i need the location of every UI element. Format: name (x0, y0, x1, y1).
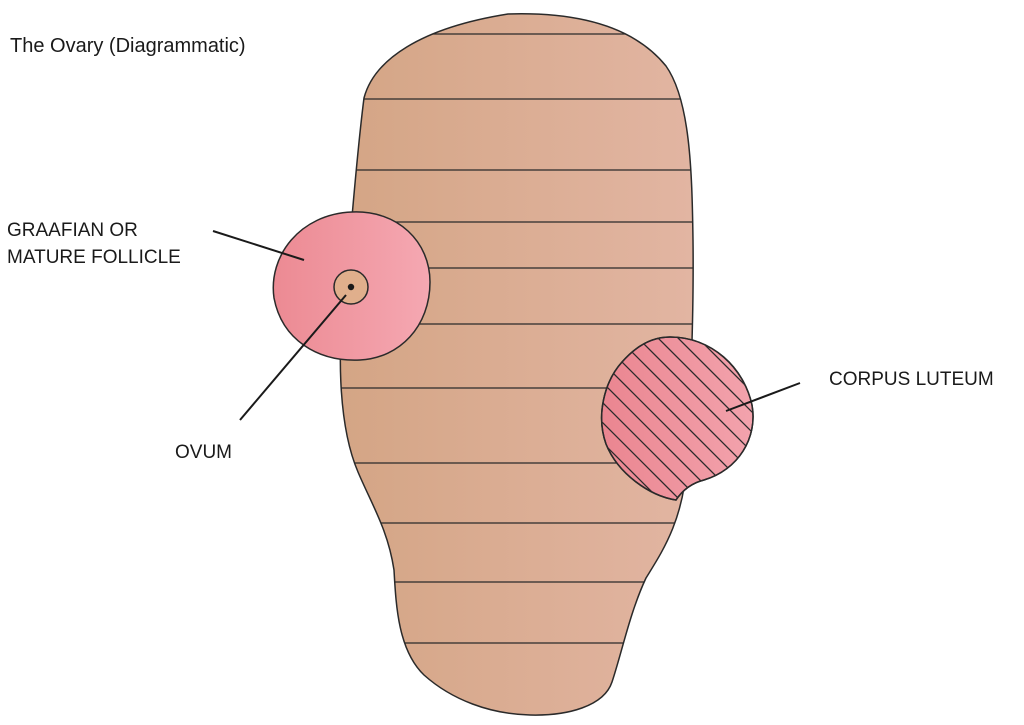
ovum-leader-line (239, 294, 347, 421)
ovum-nucleus (347, 283, 355, 291)
label-graafian-line2: MATURE FOLLICLE (7, 247, 181, 268)
corpus-luteum-leader-line (725, 382, 801, 412)
label-corpus-luteum: CORPUS LUTEUM (829, 369, 994, 390)
label-graafian-line1: GRAAFIAN OR (7, 220, 138, 241)
diagram-title: The Ovary (Diagrammatic) (10, 35, 246, 57)
ovum (333, 269, 369, 305)
label-ovum: OVUM (175, 442, 232, 463)
graafian-leader-line (212, 230, 305, 261)
